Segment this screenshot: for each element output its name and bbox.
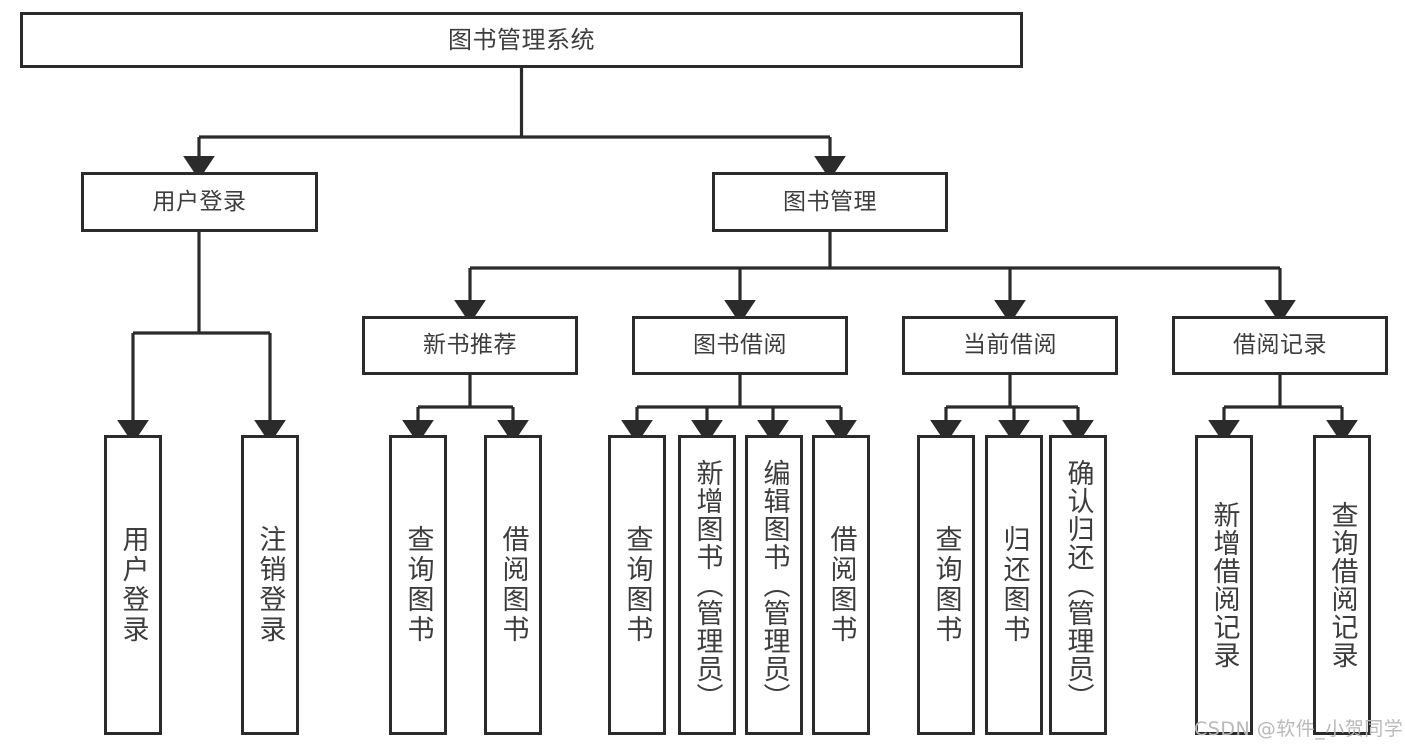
node-label: 借阅图书 xyxy=(825,525,857,645)
node-current-borrowing[interactable]: 当前借阅 xyxy=(902,316,1118,375)
node-label: 借阅记录 xyxy=(1233,332,1327,358)
node-root-book-management-system[interactable]: 图书管理系统 xyxy=(20,12,1023,68)
node-book-borrowing[interactable]: 图书借阅 xyxy=(632,316,848,375)
node-label: 查询图书 xyxy=(402,525,434,645)
leaf-borrow-books-recommendation[interactable]: 借阅图书 xyxy=(484,435,542,735)
node-label: 编辑图书（管理员） xyxy=(758,459,790,711)
node-label: 当前借阅 xyxy=(963,332,1057,358)
node-label: 归还图书 xyxy=(998,525,1030,645)
leaf-user-login[interactable]: 用户登录 xyxy=(104,435,162,735)
leaf-add-book-admin[interactable]: 新增图书（管理员） xyxy=(678,435,736,735)
node-label: 查询图书 xyxy=(621,525,653,645)
leaf-add-borrow-record[interactable]: 新增借阅记录 xyxy=(1195,435,1253,735)
leaf-query-books-current[interactable]: 查询图书 xyxy=(917,435,975,735)
leaf-borrow-books[interactable]: 借阅图书 xyxy=(812,435,870,735)
node-label: 新增图书（管理员） xyxy=(691,459,723,711)
leaf-query-borrow-record[interactable]: 查询借阅记录 xyxy=(1313,435,1371,735)
leaf-edit-book-admin[interactable]: 编辑图书（管理员） xyxy=(745,435,803,735)
node-label: 用户登录 xyxy=(152,188,247,215)
node-user-login[interactable]: 用户登录 xyxy=(81,172,318,232)
watermark-text: CSDN @软件_小贺同学 xyxy=(1194,718,1404,740)
node-label: 新增借阅记录 xyxy=(1208,501,1240,669)
node-book-management[interactable]: 图书管理 xyxy=(712,172,948,232)
node-borrowing-records[interactable]: 借阅记录 xyxy=(1172,316,1388,375)
node-label: 查询借阅记录 xyxy=(1326,501,1358,669)
node-label: 用户登录 xyxy=(117,525,149,645)
leaf-query-books-recommendation[interactable]: 查询图书 xyxy=(389,435,447,735)
node-label: 图书管理 xyxy=(783,188,877,215)
node-label: 图书借阅 xyxy=(693,332,787,358)
node-label: 确认归还（管理员） xyxy=(1062,459,1094,711)
node-label: 查询图书 xyxy=(930,525,962,645)
leaf-return-books[interactable]: 归还图书 xyxy=(985,435,1043,735)
node-label: 注销登录 xyxy=(254,525,286,645)
leaf-query-books-borrow[interactable]: 查询图书 xyxy=(608,435,666,735)
leaf-logout[interactable]: 注销登录 xyxy=(241,435,299,735)
node-label: 图书管理系统 xyxy=(448,26,595,54)
node-label: 新书推荐 xyxy=(423,332,517,358)
leaf-confirm-return-admin[interactable]: 确认归还（管理员） xyxy=(1049,435,1107,735)
node-label: 借阅图书 xyxy=(497,525,529,645)
node-new-book-recommendation[interactable]: 新书推荐 xyxy=(362,316,578,375)
